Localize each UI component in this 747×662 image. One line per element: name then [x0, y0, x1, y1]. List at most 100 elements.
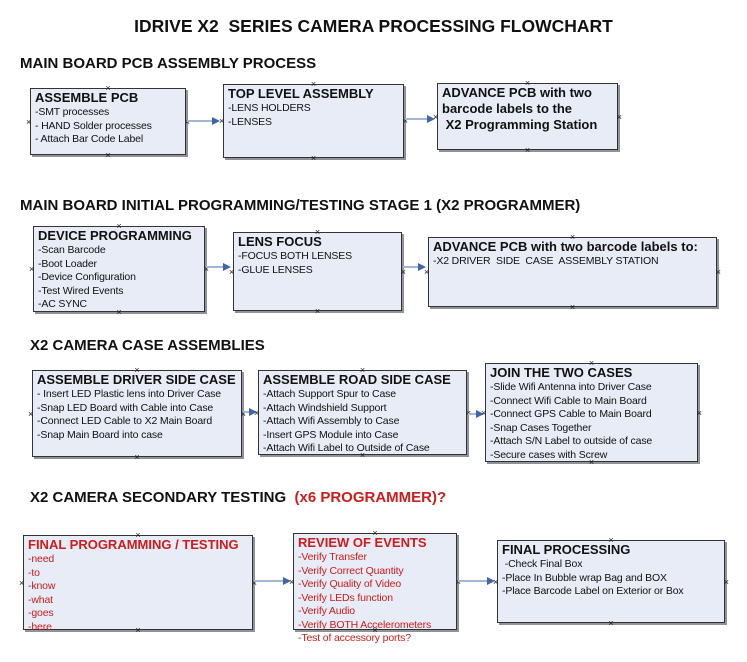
box-review-of-events: REVIEW OF EVENTS -Verify Transfer-Verify…	[289, 529, 461, 645]
box-title: ADVANCE PCB with two barcode labels to:	[433, 239, 698, 254]
box-items: -Slide Wifi Antenna into Driver Case-Con…	[490, 381, 695, 462]
box-title: JOIN THE TWO CASES	[490, 365, 633, 380]
box-item: -Connect Wifi Cable to Main Board	[490, 394, 647, 407]
connection-point-icon: ×	[616, 111, 622, 122]
box-lens-focus: LENS FOCUS -FOCUS BOTH LENSES-GLUE LENSE…	[229, 228, 406, 316]
section-heading-secondary-testing: X2 CAMERA SECONDARY TESTING (x6 PROGRAMM…	[30, 489, 446, 506]
box-item: -LENSES	[228, 115, 272, 128]
flow-arrow	[243, 408, 257, 416]
flow-arrow	[405, 115, 435, 123]
box-items: -X2 DRIVER SIDE CASE ASSEMBLY STATION	[433, 255, 714, 269]
flow-arrow	[206, 263, 231, 271]
box-item: -Connect GPS Cable to Main Board	[490, 408, 652, 420]
connection-point-icon: ×	[569, 302, 576, 312]
box-item: -Secure cases with Screw	[490, 448, 608, 461]
connection-point-icon: ×	[715, 267, 721, 277]
connection-point-icon: ×	[723, 576, 729, 587]
connection-point-icon: ×	[314, 306, 321, 316]
box-item: -FOCUS BOTH LENSES	[238, 250, 352, 262]
box-item: -Attach Wifi Assembly to Case	[263, 415, 400, 427]
connection-point-icon: ×	[400, 266, 406, 277]
box-item: -Test Wired Events	[38, 284, 124, 297]
box-title: FINAL PROCESSING	[502, 542, 631, 557]
box-item: -Check Final Box	[502, 558, 583, 570]
box-items: -LENS HOLDERS-LENSES	[228, 102, 401, 129]
connection-point-icon: ×	[696, 407, 702, 418]
box-item: -Connect LED Cable to X2 Main Board	[37, 415, 213, 427]
box-item: - HAND Solder processes	[35, 119, 152, 132]
box-item: -Place In Bubble wrap Bag and BOX	[502, 571, 667, 584]
box-item: -Device Configuration	[38, 271, 136, 283]
box-title: ASSEMBLE DRIVER SIDE CASE	[37, 372, 236, 387]
box-item: -Snap LED Board with Cable into Case	[37, 401, 214, 414]
flow-arrow	[187, 117, 220, 125]
connection-point-icon: ×	[310, 153, 317, 163]
box-item: -Verify BOTH Accelerometers	[298, 618, 432, 631]
heading-red-part: (x6 PROGRAMMER)?	[290, 489, 447, 506]
box-item: -X2 DRIVER SIDE CASE ASSEMBLY STATION	[433, 255, 659, 267]
flow-arrow	[458, 577, 495, 585]
box-item: -LENS HOLDERS	[228, 102, 311, 114]
flow-arrow	[468, 410, 484, 418]
box-title: REVIEW OF EVENTS	[298, 535, 427, 550]
box-items: -Scan Barcode-Boot Loader-Device Configu…	[38, 244, 202, 312]
heading-black-part: X2 CAMERA SECONDARY TESTING	[30, 489, 291, 506]
box-item: -SMT processes	[35, 106, 110, 118]
box-item: -Snap Main Board into case	[37, 428, 163, 441]
connection-point-icon: ×	[134, 452, 140, 462]
box-items: -Check Final Box-Place In Bubble wrap Ba…	[502, 558, 722, 599]
section-heading-pcb-assembly: MAIN BOARD PCB ASSEMBLY PROCESS	[20, 55, 317, 72]
box-top-level-assembly: TOP LEVEL ASSEMBLY -LENS HOLDERS-LENSES …	[219, 80, 408, 163]
box-item: -to	[28, 566, 40, 579]
box-final-processing: FINAL PROCESSING -Check Final Box-Place …	[493, 536, 729, 628]
arrowhead-icon	[427, 115, 435, 123]
box-item: - Attach Bar Code Label	[35, 133, 144, 145]
box-item: -Boot Loader	[38, 257, 97, 270]
box-item: -Verify Correct Quantity	[298, 564, 404, 577]
box-item: -Verify LEDs function	[298, 591, 393, 604]
box-items: -FOCUS BOTH LENSES-GLUE LENSES	[238, 250, 399, 277]
box-item: -AC SYNC	[38, 298, 87, 310]
box-items: - Insert LED Plastic lens into Driver Ca…	[37, 388, 239, 442]
box-assemble-driver-side-case: ASSEMBLE DRIVER SIDE CASE - Insert LED P…	[28, 366, 246, 462]
box-advance-pcb-driver-side-station: ADVANCE PCB with two barcode labels to: …	[424, 233, 721, 312]
flow-arrow	[403, 263, 426, 271]
box-item: -Slide Wifi Antenna into Driver Case	[490, 381, 652, 393]
box-items: -Attach Support Spur to Case-Attach Wind…	[263, 388, 464, 456]
box-item: -Snap Cases Together	[490, 421, 592, 434]
box-device-programming: DEVICE PROGRAMMING -Scan Barcode-Boot Lo…	[29, 222, 209, 317]
box-item: -Verify Quality of Video	[298, 578, 402, 590]
box-item: -know	[28, 580, 56, 592]
box-assemble-pcb: ASSEMBLE PCB -SMT processes- HAND Solder…	[26, 84, 190, 160]
box-item: -Place Barcode Label on Exterior or Box	[502, 585, 684, 597]
page-title: IDRIVE X2 SERIES CAMERA PROCESSING FLOWC…	[134, 16, 613, 36]
box-item: - Insert LED Plastic lens into Driver Ca…	[37, 388, 221, 400]
connection-point-icon: ×	[26, 116, 32, 127]
arrowhead-icon	[476, 410, 484, 418]
box-title: DEVICE PROGRAMMING	[38, 228, 192, 243]
arrowhead-icon	[487, 577, 495, 585]
arrowhead-icon	[283, 577, 291, 585]
box-items: -need-to-know-what-goes-here	[28, 553, 250, 634]
arrowhead-icon	[249, 408, 257, 416]
box-item: -Insert GPS Module into Case	[263, 428, 399, 441]
box-item: -Verify Audio	[298, 605, 355, 617]
box-assemble-road-side-case: ASSEMBLE ROAD SIDE CASE -Attach Support …	[254, 366, 471, 460]
arrowhead-icon	[223, 263, 231, 271]
box-item: -Scan Barcode	[38, 244, 106, 256]
box-item: -here	[28, 620, 52, 633]
connection-point-icon: ×	[29, 264, 35, 274]
box-item: -Verify Transfer	[298, 551, 367, 563]
section-heading-case-assemblies: X2 CAMERA CASE ASSEMBLIES	[30, 337, 265, 354]
flow-arrow	[254, 577, 291, 585]
connection-point-icon: ×	[524, 145, 531, 155]
box-title: LENS FOCUS	[238, 234, 322, 249]
box-items: -SMT processes- HAND Solder processes- A…	[35, 106, 183, 147]
box-advance-pcb-programming-station: ADVANCE PCB with two barcode labels to t…	[433, 79, 622, 155]
box-item: -Test of accessory ports?	[298, 632, 411, 644]
box-final-programming-testing: FINAL PROGRAMMING / TESTING -need-to-kno…	[19, 531, 257, 635]
box-title: TOP LEVEL ASSEMBLY	[228, 86, 374, 101]
box-title: FINAL PROGRAMMING / TESTING	[28, 537, 239, 552]
box-item: -Attach S/N Label to outside of case	[490, 435, 653, 447]
